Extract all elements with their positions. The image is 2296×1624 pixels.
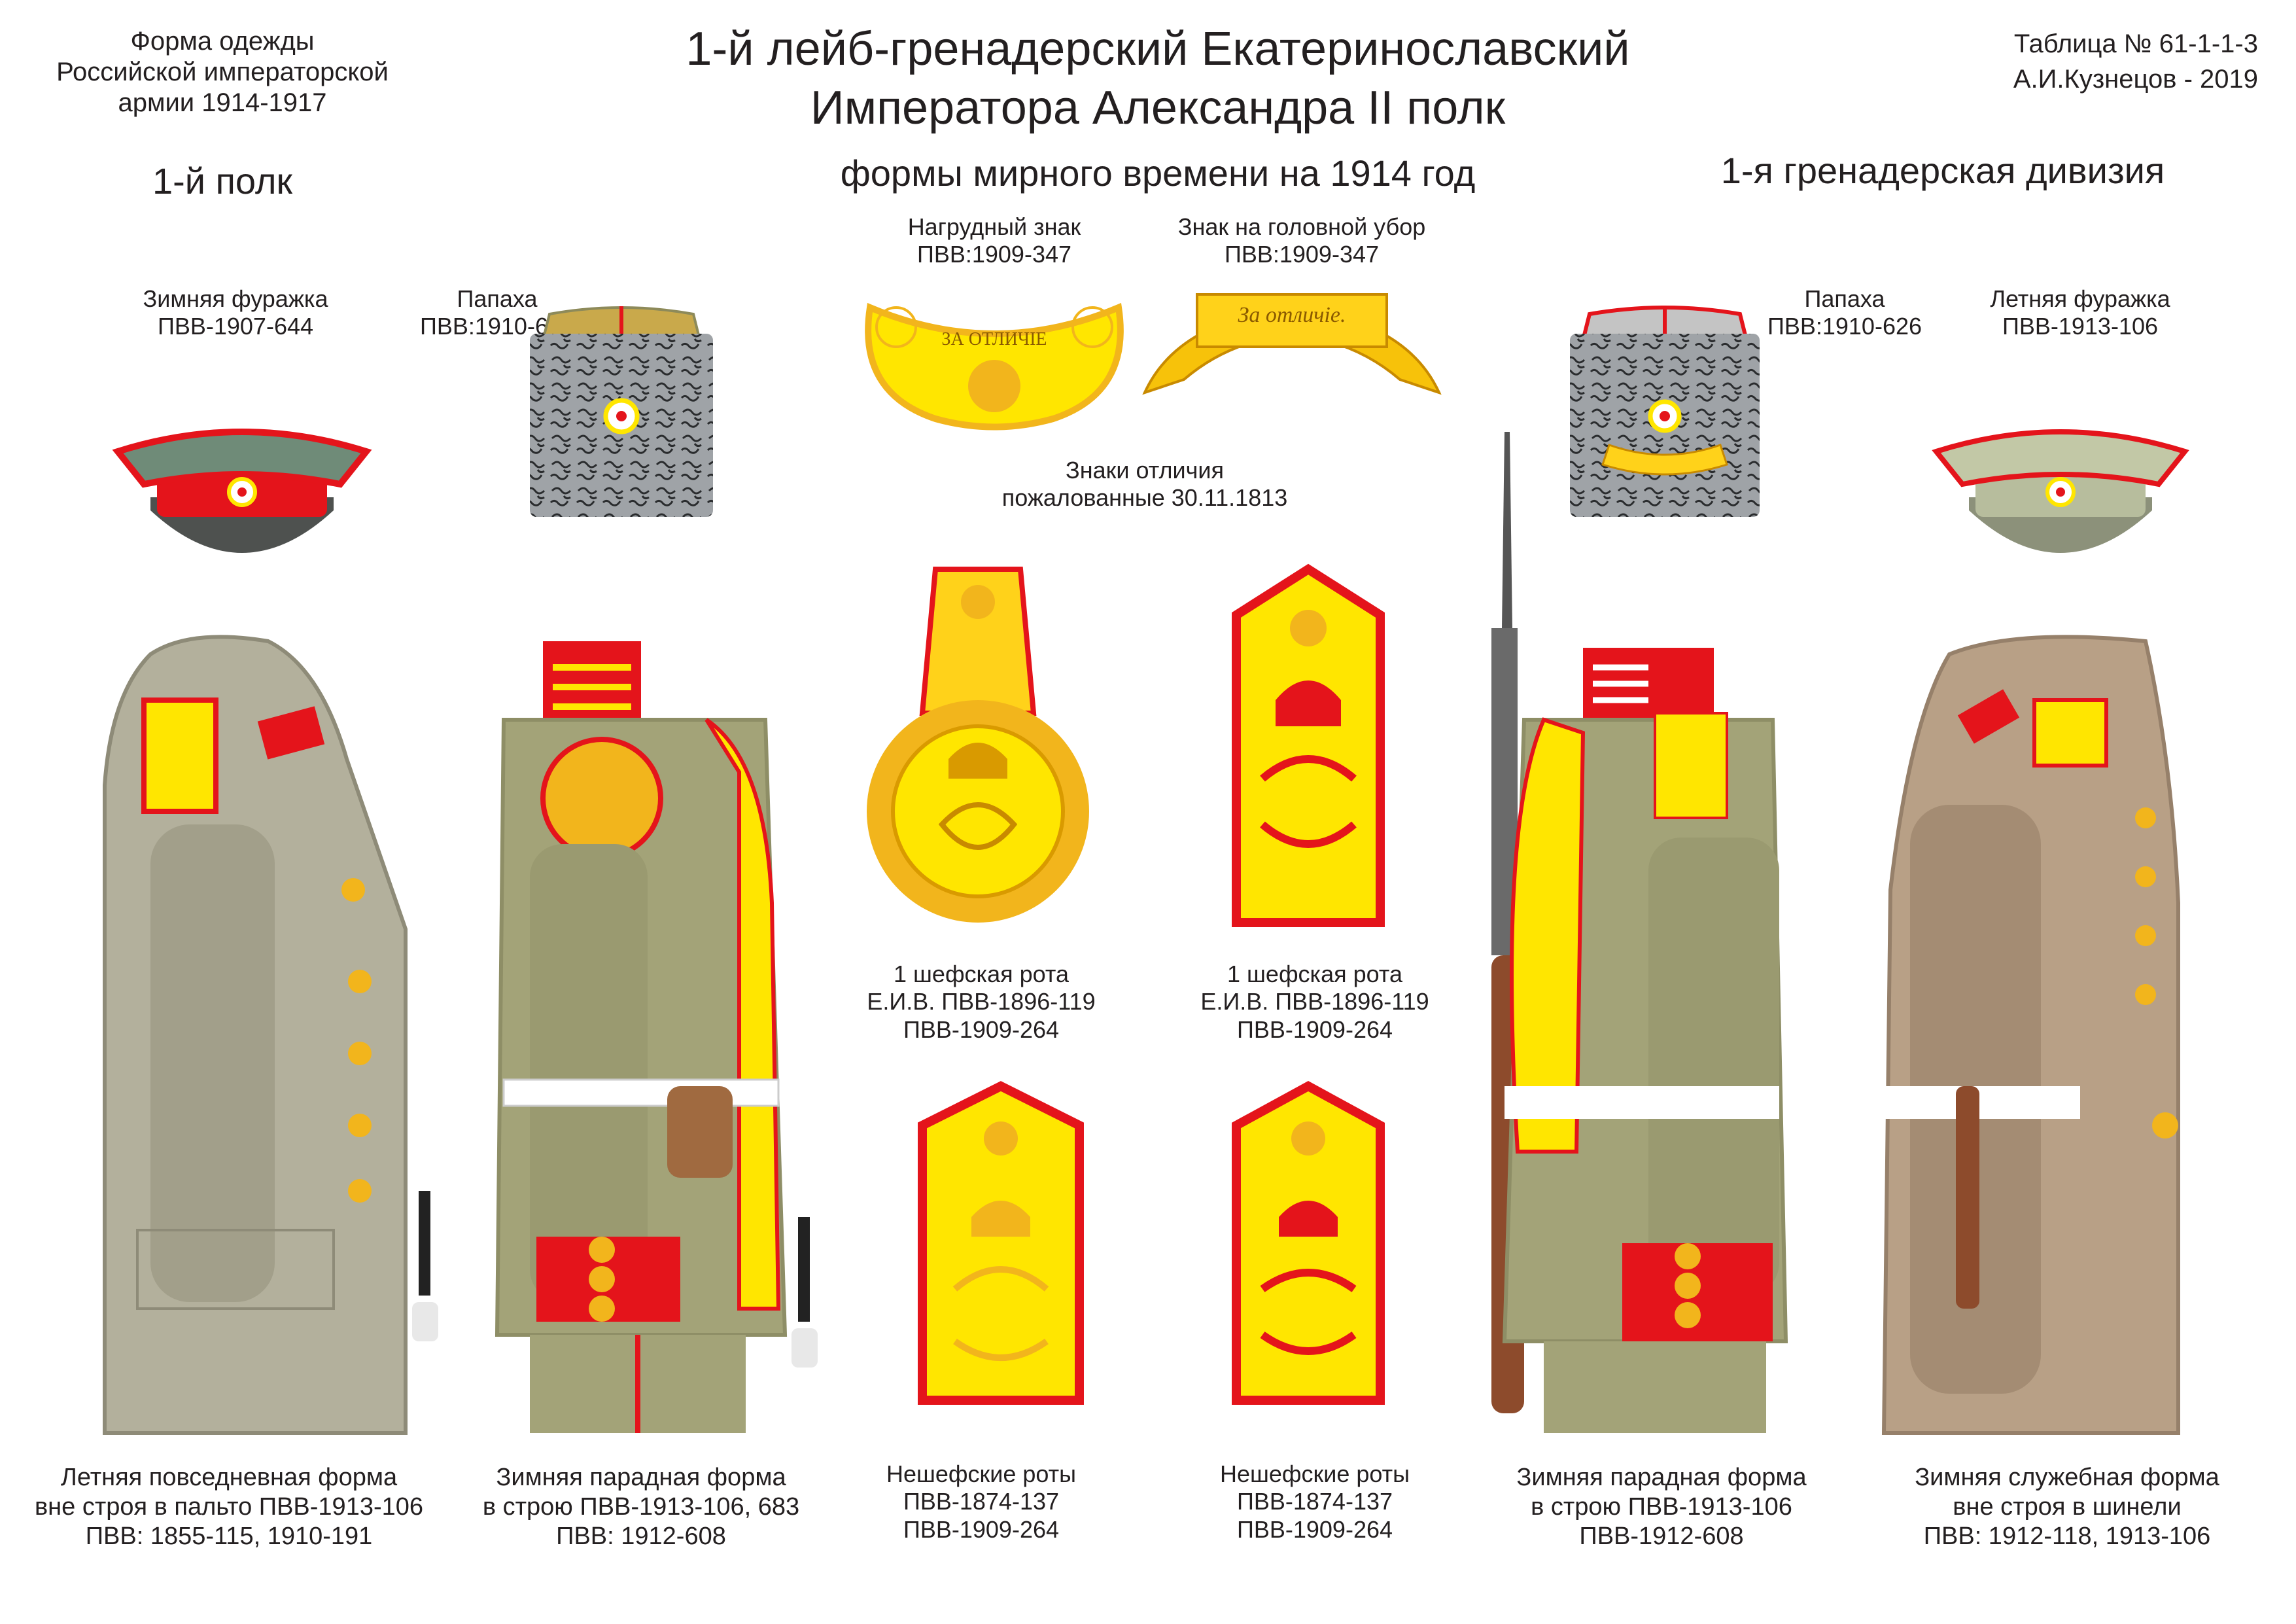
non-chief-strap-yellow-illustration <box>918 1081 1084 1405</box>
summer-cap-illustration <box>1932 429 2189 553</box>
shoulder-strap-label: 1 шефская рота Е.И.В. ПВВ-1896-119 ПВВ-1… <box>1200 961 1429 1043</box>
winter-parade-figure <box>495 641 818 1433</box>
regiment-number: 1-й полк <box>152 160 293 202</box>
page-subtitle: формы мирного времени на 1914 год <box>840 152 1476 194</box>
page-title-line2: Императора Александра II полк <box>810 82 1506 134</box>
shoulder-strap-chief-illustration <box>1232 563 1385 927</box>
epaulette-illustration <box>867 567 1089 923</box>
papakha-left-illustration <box>530 306 713 517</box>
uniform-caption-2: Зимняя парадная форма в строю ПВВ-1913-1… <box>482 1464 800 1550</box>
winter-greatcoat-figure <box>1881 635 2180 1435</box>
hat-badge-illustration <box>1142 293 1442 395</box>
author-credit: А.И.Кузнецов - 2019 <box>2013 65 2258 94</box>
uniform-caption-1: Летняя повседневная форма вне строя в па… <box>34 1464 424 1550</box>
uniform-caption-3: Зимняя парадная форма в строю ПВВ-1913-1… <box>1516 1464 1807 1550</box>
winter-cap-label: Зимняя фуражка ПВВ-1907-644 <box>143 285 328 340</box>
gorget-inscription: ЗА ОТЛИЧІЕ <box>941 329 1047 349</box>
page-title-line1: 1-й лейб-гренадерский Екатеринославский <box>686 23 1630 75</box>
gorget-label: Нагрудный знак ПВВ:1909-347 <box>907 213 1081 268</box>
papakha-right-label: Папаха ПВВ:1910-626 <box>1767 285 1922 340</box>
uniform-caption-4: Зимняя служебная форма вне строя в шинел… <box>1915 1464 2219 1550</box>
series-title: Форма одежды Российской императорской ар… <box>56 27 389 118</box>
hat-badge-inscription: За отличіе. <box>1238 303 1346 327</box>
breast-gorget-illustration <box>865 302 1124 431</box>
table-number: Таблица № 61-1-1-3 <box>2013 29 2258 58</box>
hat-badge-label: Знак на головной убор ПВВ:1909-347 <box>1177 213 1426 268</box>
non-chief-label-2: Нешефские роты ПВВ-1874-137 ПВВ-1909-264 <box>1219 1460 1410 1543</box>
non-chief-strap-red-illustration <box>1232 1081 1385 1405</box>
summer-cap-label: Летняя фуражка ПВВ-1913-106 <box>1990 285 2170 340</box>
non-chief-label-1: Нешефские роты ПВВ-1874-137 ПВВ-1909-264 <box>886 1460 1077 1543</box>
distinction-label: Знаки отличия пожалованные 30.11.1813 <box>1001 457 1288 512</box>
winter-cap-illustration <box>112 429 372 553</box>
epaulette-label: 1 шефская рота Е.И.В. ПВВ-1896-119 ПВВ-1… <box>867 961 1096 1043</box>
papakha-right-illustration <box>1570 306 1760 517</box>
summer-coat-figure <box>103 635 438 1435</box>
winter-parade-rifle-figure <box>1491 432 1788 1433</box>
division-name: 1-я гренадерская дивизия <box>1720 150 2165 191</box>
